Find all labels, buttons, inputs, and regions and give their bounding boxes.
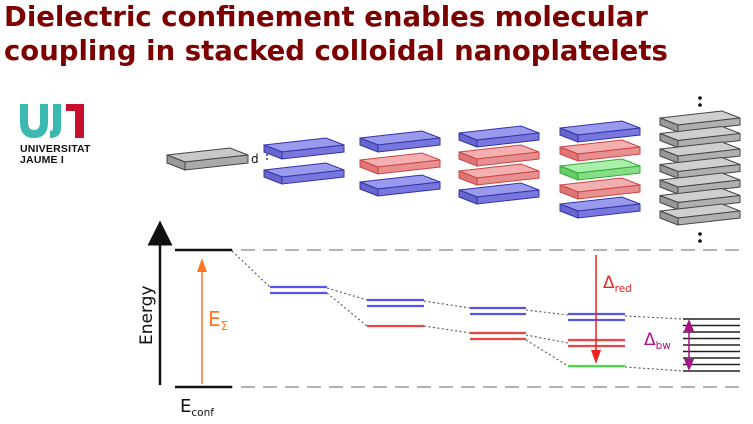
platelet xyxy=(677,117,741,133)
title-line-1: Dielectric confinement enables molecular xyxy=(4,1,648,33)
title-line-2: coupling in stacked colloidal nanoplatel… xyxy=(4,35,668,67)
platelet-stacks xyxy=(263,110,741,226)
platelet xyxy=(677,194,741,211)
e-sigma-arrow: EΣ xyxy=(197,258,228,384)
platelet xyxy=(476,151,540,167)
platelet xyxy=(476,170,540,186)
platelet xyxy=(577,127,641,143)
platelet xyxy=(577,146,641,162)
platelet xyxy=(577,184,641,200)
energy-levels xyxy=(270,285,625,368)
logo-text-line-2: JAUME I xyxy=(20,154,64,166)
platelet xyxy=(677,148,741,164)
y-axis-label: Energy xyxy=(137,285,157,345)
platelet xyxy=(377,137,441,153)
single-platelet xyxy=(166,147,249,171)
platelet xyxy=(281,169,345,185)
platelet xyxy=(677,210,741,226)
delta-bw-label: Δbw xyxy=(644,330,671,352)
e-conf-label: Econf xyxy=(180,396,214,419)
logo-text-line-1: UNIVERSITAT xyxy=(20,143,91,155)
e-sigma-label: EΣ xyxy=(208,307,228,333)
page-title: Dielectric confinement enables molecular… xyxy=(4,0,749,68)
platelet xyxy=(377,159,441,175)
separation-label: d xyxy=(251,152,259,166)
platelet xyxy=(281,144,345,160)
delta-red-arrow: Δred xyxy=(591,255,632,364)
platelet xyxy=(677,163,741,180)
platelet xyxy=(677,179,741,195)
platelet xyxy=(577,203,641,219)
delta-red-label: Δred xyxy=(603,273,632,295)
delta-bw-arrow: Δbw xyxy=(644,319,694,371)
platelet xyxy=(677,132,741,149)
platelet xyxy=(577,165,641,181)
platelet xyxy=(476,189,540,205)
energy-axis: Energy xyxy=(137,220,173,385)
level-connectors xyxy=(231,250,684,372)
ellipsis-dots xyxy=(698,96,702,243)
platelet xyxy=(377,181,441,197)
university-logo xyxy=(20,104,84,138)
band-levels xyxy=(683,318,740,372)
platelet xyxy=(476,132,540,148)
